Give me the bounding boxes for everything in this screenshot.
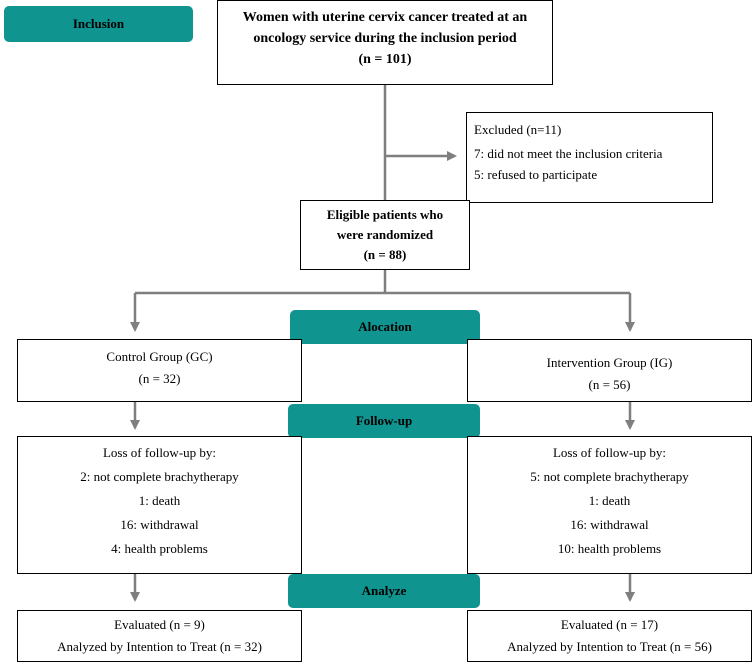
control-loss-item: 2: not complete brachytherapy [80,469,239,484]
population-count: (n = 101) [358,52,412,67]
intervention-group-box: Intervention Group (IG) (n = 56) [467,339,752,402]
intervention-group-n: (n = 56) [588,377,631,392]
control-group-title: Control Group (GC) [106,349,213,364]
control-loss-item: 16: withdrawal [120,517,199,532]
excluded-reason-2: 5: refused to participate [474,167,598,182]
phase-inclusion: Inclusion [4,6,193,42]
excluded-reason-1: 7: did not meet the inclusion criteria [474,146,663,161]
intervention-group-title: Intervention Group (IG) [546,355,673,370]
intervention-loss-title: Loss of follow-up by: [552,445,667,460]
intervention-analyzed: Analyzed by Intention to Treat (n = 56) [507,639,712,654]
phase-follow-up: Follow-up [288,404,480,438]
population-line-2: oncology service during the inclusion pe… [253,31,517,46]
control-analyzed: Analyzed by Intention to Treat (n = 32) [57,639,262,654]
control-evaluated: Evaluated (n = 9) [114,617,205,632]
intervention-loss-item: 1: death [588,493,631,508]
control-loss-item: 1: death [138,493,181,508]
control-loss-item: 4: health problems [111,541,208,556]
excluded-title: Excluded (n=11) [474,122,562,137]
phase-analyze: Analyze [288,574,480,608]
phase-alocation: Alocation [290,310,480,344]
excluded-box: Excluded (n=11) 7: did not meet the incl… [466,112,713,203]
control-group-n: (n = 32) [138,371,181,386]
intervention-loss-item: 16: withdrawal [570,517,649,532]
eligible-box: Eligible patients who were randomized (n… [300,200,470,270]
intervention-loss-item: 5: not complete brachytherapy [530,469,689,484]
control-group-box: Control Group (GC) (n = 32) [17,339,302,402]
intervention-loss-item: 10: health problems [557,541,662,556]
eligible-line-2: were randomized [336,227,434,242]
control-loss-box: Loss of follow-up by: 2: not complete br… [17,436,302,574]
control-analysis-box: Evaluated (n = 9) Analyzed by Intention … [17,610,302,662]
population-box: Women with uterine cervix cancer treated… [217,0,553,85]
eligible-count: (n = 88) [363,247,407,262]
control-loss-title: Loss of follow-up by: [102,445,217,460]
intervention-loss-box: Loss of follow-up by: 5: not complete br… [467,436,752,574]
intervention-analysis-box: Evaluated (n = 17) Analyzed by Intention… [467,610,752,662]
eligible-line-1: Eligible patients who [326,207,444,222]
population-line-1: Women with uterine cervix cancer treated… [242,10,528,25]
intervention-evaluated: Evaluated (n = 17) [560,617,659,632]
